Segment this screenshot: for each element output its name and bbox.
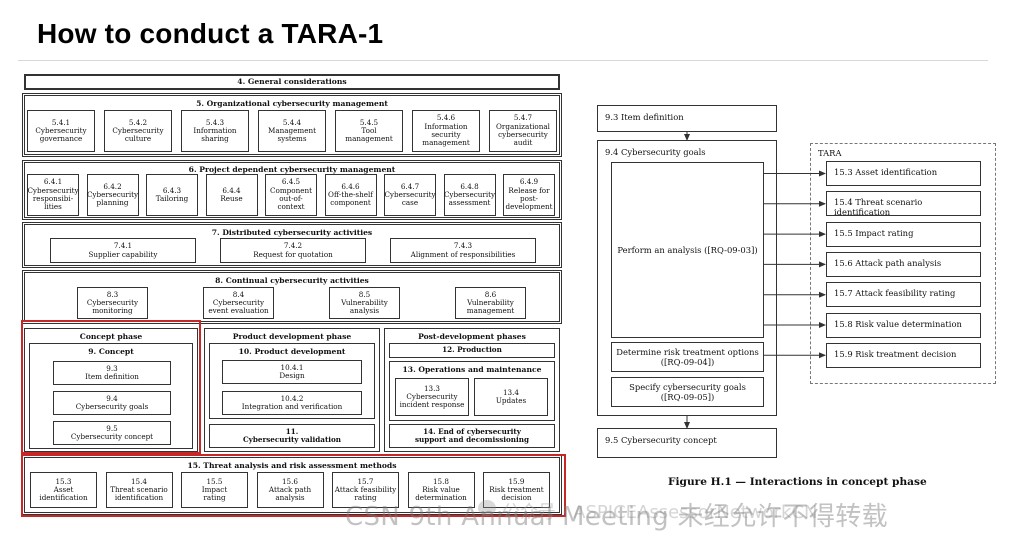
- product-phase-title: Product development phase: [232, 332, 352, 341]
- tara-method-2: 15.4 Threat scenario identification: [105, 472, 173, 508]
- org-item-1: 5.4.1 Cybersecurity governance: [27, 110, 95, 152]
- tara-step-1: 15.3 Asset identification: [826, 161, 981, 186]
- updates: 13.4 Updates: [474, 378, 548, 416]
- org-title: 5. Organizational cybersecurity manageme…: [196, 99, 388, 108]
- tara-methods-title: 15. Threat analysis and risk assessment …: [187, 461, 397, 470]
- project-item-4: 6.4.4 Reuse: [205, 174, 258, 216]
- project-item-8: 6.4.8 Cybersecurity assessment: [443, 174, 496, 216]
- tara-method-6: 15.8 Risk value determination: [407, 472, 475, 508]
- goals-label: 9.4 Cybersecurity goals: [605, 147, 706, 157]
- determine-options-box: Determine risk treatment options ([RQ-09…: [611, 342, 764, 372]
- wechat-icon: [478, 500, 496, 516]
- perform-analysis-box: Perform an analysis ([RQ-09-03]): [611, 162, 764, 338]
- distributed-item-3: 7.4.3 Alignment of responsibilities: [390, 238, 536, 263]
- org-item-7: 5.4.7 Organizational cybersecurity audit: [489, 110, 557, 152]
- slide-title: How to conduct a TARA-1: [37, 18, 384, 49]
- product-design: 10.4.1 Design: [222, 360, 362, 384]
- org-item-4: 5.4.4 Management systems: [258, 110, 326, 152]
- incident-response: 13.3 Cybersecurity incident response: [395, 378, 469, 416]
- tara-dashed-group: TARA: [810, 143, 996, 384]
- production: 12. Production: [389, 343, 555, 358]
- distributed-item-2: 7.4.2 Request for quotation: [220, 238, 366, 263]
- project-item-5: 6.4.5 Component out-of-context: [265, 174, 317, 216]
- tara-step-6: 15.8 Risk value determination: [826, 312, 981, 338]
- tara-method-7: 15.9 Risk treatment decision: [483, 472, 550, 508]
- ops-title: 13. Operations and maintenance: [402, 365, 542, 374]
- title-divider: [18, 60, 988, 61]
- org-item-5: 5.4.5 Tool management: [335, 110, 403, 152]
- project-item-6: 6.4.6 Off-the-shelf component: [324, 174, 377, 216]
- project-item-3: 6.4.3 Tailoring: [146, 174, 198, 216]
- concept-phase-title: Concept phase: [79, 332, 143, 341]
- product-integration: 10.4.2 Integration and verification: [222, 391, 362, 415]
- continual-item-1: 8.3 Cybersecurity monitoring: [77, 287, 148, 319]
- tara-step-3: 15.5 Impact rating: [826, 221, 981, 247]
- item-definition-box: 9.3 Item definition: [597, 105, 777, 132]
- cybersecurity-validation: 11. Cybersecurity validation: [209, 424, 375, 448]
- tara-step-4: 15.6 Attack path analysis: [826, 251, 981, 277]
- concept-cybersecurity-goals: 9.4 Cybersecurity goals: [53, 391, 171, 415]
- concept-item-definition: 9.3 Item definition: [53, 361, 171, 385]
- project-title: 6. Project dependent cybersecurity manag…: [188, 165, 396, 174]
- org-item-6: 5.4.6 Information security management: [412, 110, 480, 152]
- project-item-7: 6.4.7 Cybersecurity case: [384, 174, 436, 216]
- concept-box: 9.5 Cybersecurity concept: [597, 428, 777, 458]
- concept-cybersecurity-concept: 9.5 Cybersecurity concept: [53, 421, 171, 445]
- continual-item-4: 8.6 Vulnerability management: [455, 287, 526, 319]
- org-item-2: 5.4.2 Cybersecurity culture: [104, 110, 172, 152]
- tara-method-4: 15.6 Attack path analysis: [256, 472, 324, 508]
- concept-title: 9. Concept: [88, 347, 134, 356]
- tara-step-7: 15.9 Risk treatment decision: [826, 342, 981, 368]
- watermark-meeting: CSN 9th Annual Meeting 未经允许不得转载: [345, 502, 888, 532]
- end-of-support: 14. End of cybersecurity support and dec…: [389, 424, 555, 448]
- general-considerations: 4. General considerations: [24, 74, 560, 90]
- concept-highlight: [21, 320, 201, 454]
- tara-label: TARA: [818, 148, 842, 158]
- product-title: 10. Product development: [238, 347, 346, 356]
- project-item-9: 6.4.9 Release for post- development: [503, 174, 555, 216]
- distributed-title: 7. Distributed cybersecurity activities: [211, 228, 373, 237]
- tara-step-2: 15.4 Threat scenario identification: [826, 191, 981, 217]
- post-phase-title: Post-development phases: [418, 332, 526, 341]
- specify-goals-box: Specify cybersecurity goals ([RQ-09-05]): [611, 377, 764, 407]
- tara-method-1: 15.3 Asset identification: [30, 472, 97, 508]
- org-item-3: 5.4.3 Information sharing: [181, 110, 249, 152]
- continual-item-2: 8.4 Cybersecurity event evaluation: [203, 287, 274, 319]
- figure-caption: Figure H.1 — Interactions in concept pha…: [668, 476, 927, 488]
- tara-method-5: 15.7 Attack feasibility rating: [332, 472, 399, 508]
- tara-highlight: [21, 454, 566, 517]
- continual-title: 8. Continual cybersecurity activities: [215, 276, 369, 285]
- watermark-account: 公众号 · ASPICEAssessorNetworkCN: [502, 502, 818, 523]
- tara-step-5: 15.7 Attack feasibility rating: [826, 282, 981, 308]
- tara-method-3: 15.5 Impact rating: [181, 472, 248, 508]
- continual-item-3: 8.5 Vulnerability analysis: [329, 287, 400, 319]
- project-item-1: 6.4.1 Cybersecurity responsibi- lities: [27, 174, 79, 216]
- distributed-item-1: 7.4.1 Supplier capability: [50, 238, 196, 263]
- project-item-2: 6.4.2 Cybersecurity planning: [86, 174, 139, 216]
